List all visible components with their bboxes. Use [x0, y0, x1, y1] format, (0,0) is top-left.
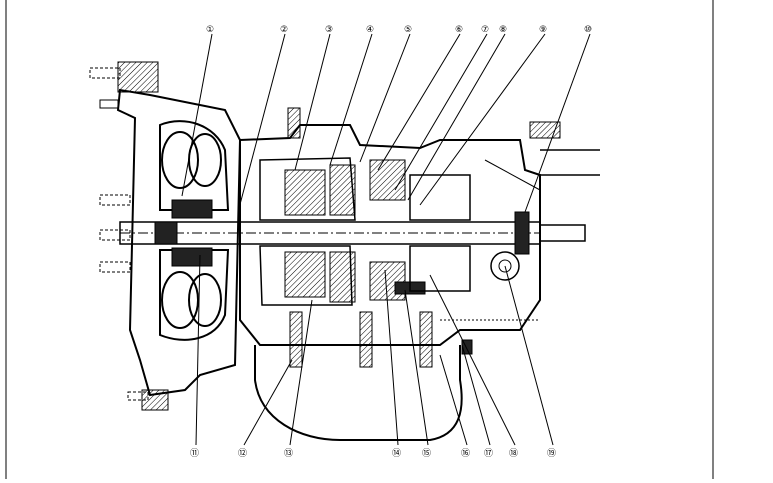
- callout-9: ⑨: [539, 25, 547, 35]
- callout-6: ⑥: [455, 25, 463, 35]
- leader-lines-bottom: [195, 254, 554, 446]
- callout-2: ②: [280, 25, 288, 35]
- callout-8: ⑧: [499, 25, 507, 35]
- callout-16: ⑯: [461, 448, 470, 459]
- callout-15: ⑮: [422, 448, 431, 459]
- callout-18: ⑱: [509, 448, 518, 459]
- housing-bolts: [89, 67, 149, 401]
- callout-13: ⑬: [284, 448, 293, 459]
- callouts-top: ① ② ③ ④ ⑤ ⑥ ⑦ ⑧ ⑨ ⑩: [206, 25, 592, 35]
- callouts-bottom: ⑪ ⑫ ⑬ ⑭ ⑮ ⑯ ⑰ ⑱ ⑲: [190, 448, 556, 459]
- callout-14: ⑭: [392, 448, 401, 459]
- callout-17: ⑰: [484, 448, 493, 459]
- callout-3: ③: [325, 25, 333, 35]
- rear-section: [409, 149, 600, 292]
- callout-1: ①: [206, 25, 214, 35]
- leader-lines-top: [181, 33, 591, 213]
- oil-pan: [254, 311, 540, 441]
- callout-12: ⑫: [238, 448, 247, 459]
- clutch-packs: [284, 159, 426, 303]
- callout-5: ⑤: [404, 25, 412, 35]
- callout-7: ⑦: [481, 25, 489, 35]
- callout-4: ④: [366, 25, 374, 35]
- callout-10: ⑩: [584, 25, 592, 35]
- callout-11: ⑪: [190, 448, 199, 459]
- callout-19: ⑲: [547, 448, 556, 459]
- transmission-case: [239, 107, 561, 346]
- torque-converter: [116, 61, 242, 411]
